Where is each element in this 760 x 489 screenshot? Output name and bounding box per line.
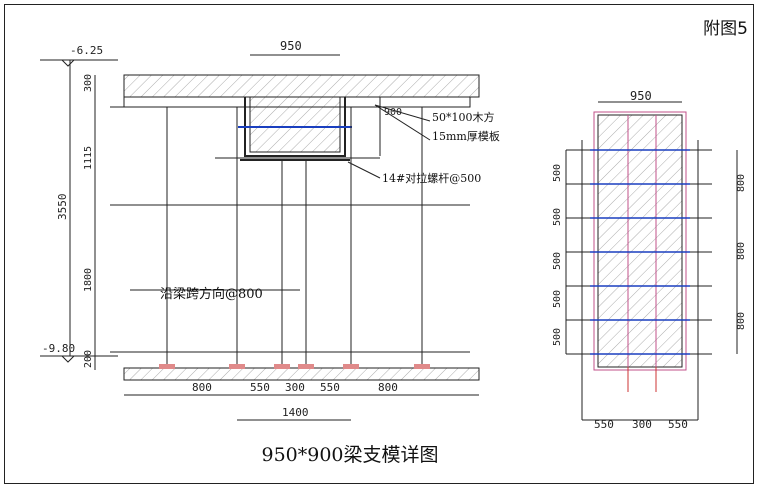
note-timber: 50*100木方 [432, 110, 495, 124]
right-left-dim-0: 500 [552, 164, 563, 182]
left-vertical-dim-3: 200 [83, 350, 94, 368]
right-right-dim-1: 800 [736, 242, 747, 260]
note-tie-bolt: 14#对拉螺杆@500 [382, 171, 481, 185]
left-bottom-dim-1: 550 [250, 381, 270, 394]
left-bottom-dim-3: 550 [320, 381, 340, 394]
right-left-dim-2: 500 [552, 252, 563, 270]
left-vertical-dim-0: 300 [83, 74, 94, 92]
left-beam-width-label: 950 [280, 39, 302, 53]
left-bottom-dim-2: 300 [285, 381, 305, 394]
right-left-dim-1: 500 [552, 208, 563, 226]
right-beam-width-label: 950 [630, 89, 652, 103]
left-bottom-dim-0: 800 [192, 381, 212, 394]
right-left-dim-4: 500 [552, 328, 563, 346]
left-beam-depth-label: 900 [384, 107, 402, 118]
ground-slab [123, 367, 480, 381]
beam-side-elevation [597, 114, 683, 368]
right-bottom-dim-1: 300 [632, 418, 652, 431]
elevation-top-label: -6.25 [70, 44, 103, 57]
right-section-drawing [565, 101, 738, 421]
right-tie-bolts [590, 149, 690, 355]
left-vertical-dim-1: 1115 [83, 146, 94, 170]
left-section-drawing [40, 54, 480, 421]
note-formwork: 15mm厚模板 [432, 129, 500, 143]
elevation-bottom-label: -9.80 [42, 342, 75, 355]
right-right-dim-0: 800 [736, 174, 747, 192]
beam-body [249, 96, 341, 153]
left-vertical-dim-2: 1800 [83, 268, 94, 292]
left-bottom-total-label: 1400 [282, 406, 309, 419]
right-bottom-dim-0: 550 [594, 418, 614, 431]
sheet-label: 附图5 [703, 19, 748, 39]
right-right-dim-2: 800 [736, 312, 747, 330]
right-bottom-dim-2: 550 [668, 418, 688, 431]
base-plates [159, 364, 430, 369]
left-bottom-dim-4: 800 [378, 381, 398, 394]
drawing-caption: 950*900梁支模详图 [261, 444, 439, 466]
right-left-dim-3: 500 [552, 290, 563, 308]
note-span-direction: 沿梁跨方向@800 [160, 286, 263, 302]
drawing-frame [4, 4, 754, 484]
left-total-height-label: 3550 [56, 194, 69, 221]
floor-slab [123, 74, 480, 98]
